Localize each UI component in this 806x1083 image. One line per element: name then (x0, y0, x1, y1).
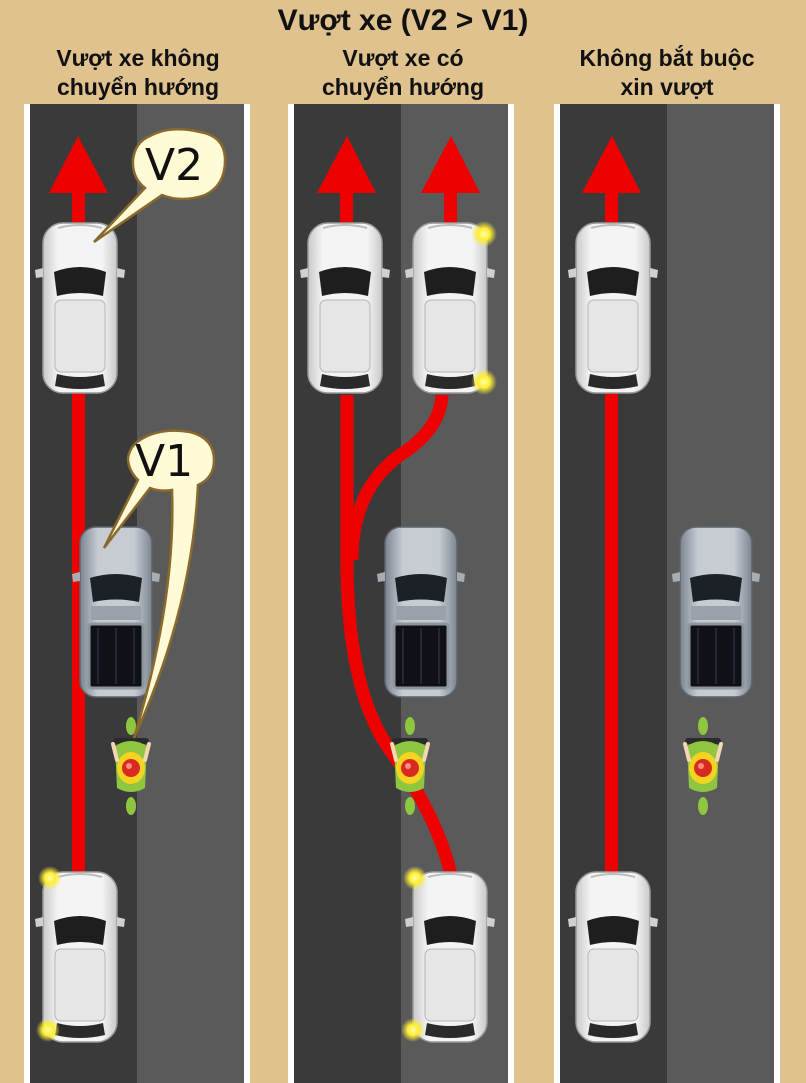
pickup-truck-v1 (70, 525, 162, 699)
diagram-title: Vượt xe (V2 > V1) (277, 4, 529, 37)
car-front-left (299, 222, 391, 394)
turn-signal-light (471, 369, 497, 395)
column-title-2-line-1: Vượt xe có (342, 45, 464, 71)
turn-signal-light (38, 866, 62, 890)
car-overtaking (34, 871, 126, 1043)
label-v1: V1 (135, 436, 193, 487)
column-title-2: Vượt xe có chuyển hướng (283, 44, 523, 102)
column-title-3-line-1: Không bắt buộc (579, 45, 755, 71)
path-overtaking-left-lane (340, 395, 459, 882)
column-title-1-line-2: chuyển hướng (56, 74, 220, 100)
car-rear (567, 871, 659, 1043)
turn-signal-light (36, 1018, 60, 1042)
car-v2-front (34, 222, 126, 394)
path-overtaking-swerve (345, 394, 449, 561)
pickup-truck (375, 525, 467, 699)
car-front (567, 222, 659, 394)
label-v2: V2 (145, 140, 203, 191)
turn-signal-light (403, 866, 427, 890)
car-front-right (404, 222, 496, 394)
column-title-1-line-1: Vượt xe không (56, 45, 220, 71)
pickup-truck (670, 525, 762, 699)
speech-bubble-v1: V1 (102, 429, 216, 739)
column-title-1: Vượt xe không chuyển hướng (18, 44, 258, 102)
column-title-2-line-2: chuyển hướng (321, 74, 485, 100)
car-overtaking (404, 871, 496, 1043)
turn-signal-light (401, 1018, 425, 1042)
turn-signal-light (471, 221, 497, 247)
column-title-3-line-2: xin vượt (620, 74, 714, 100)
column-title-3: Không bắt buộc xin vượt (547, 44, 787, 102)
speech-bubble-v2: V2 (93, 128, 227, 244)
